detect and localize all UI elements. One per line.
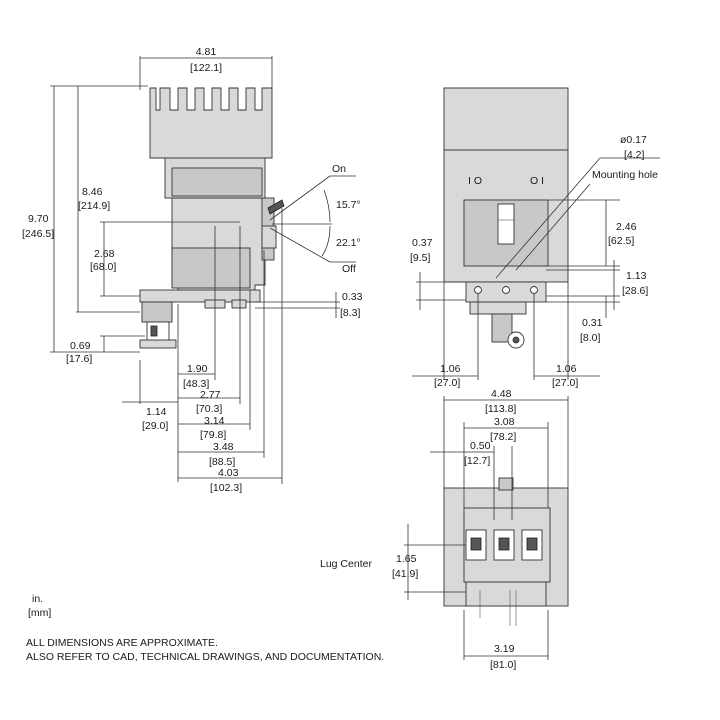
dim-depth-314-mm: [79.8] <box>200 429 226 441</box>
bottom-top-nub <box>498 477 514 491</box>
dim-height-970-in: 9.70 <box>28 213 49 225</box>
note-line-2: ALSO REFER TO CAD, TECHNICAL DRAWINGS, A… <box>26 651 384 663</box>
dim-113-mm: [28.6] <box>622 285 648 297</box>
on-label: On <box>332 163 346 175</box>
bottom-terminal-bar <box>465 581 547 607</box>
dim-050-mm: [12.7] <box>464 455 490 467</box>
dim-448-mm: [113.8] <box>485 403 516 415</box>
angle-on: 15.7° <box>336 199 361 211</box>
lug-screw-2 <box>498 537 510 551</box>
label-oi: O I <box>530 175 544 187</box>
note-line-1: ALL DIMENSIONS ARE APPROXIMATE. <box>26 637 218 649</box>
dim-113-in: 1.13 <box>626 270 647 282</box>
mounting-hole-left <box>474 286 482 294</box>
dim-width-top-mm: [122.1] <box>190 62 222 74</box>
dim-308-in: 3.08 <box>494 416 515 428</box>
dim-height-268-mm: [68.0] <box>90 261 116 273</box>
breaker-lower-block <box>171 247 251 289</box>
lug-screw <box>150 325 158 337</box>
dim-319-mm: [81.0] <box>490 659 516 671</box>
dim-106-left-in: 1.06 <box>440 363 461 375</box>
dim-106-right-in: 1.06 <box>556 363 577 375</box>
mounting-hole-center <box>502 286 510 294</box>
dim-hole-dia-mm: [4.2] <box>624 149 645 161</box>
dim-037-in: 0.37 <box>412 237 433 249</box>
dim-depth-190-mm: [48.3] <box>183 378 209 390</box>
dim-031-in: 0.31 <box>582 317 603 329</box>
dim-height-268-in: 2.68 <box>94 248 115 260</box>
dim-height-069-in: 0.69 <box>70 340 91 352</box>
dim-hole-dia-in: ø0.17 <box>620 134 647 146</box>
front-handle <box>497 203 515 245</box>
dim-depth-314-in: 3.14 <box>204 415 225 427</box>
mount-tab-2 <box>231 299 247 309</box>
dim-depth-277-mm: [70.3] <box>196 403 222 415</box>
dim-031-mm: [8.0] <box>580 332 601 344</box>
lug-block <box>141 301 173 323</box>
dim-depth-348-in: 3.48 <box>213 441 234 453</box>
angle-off: 22.1° <box>336 237 361 249</box>
off-label: Off <box>342 263 356 275</box>
label-io: I O <box>468 175 482 187</box>
dim-depth-277-in: 2.77 <box>200 389 221 401</box>
dim-033-mm: [8.3] <box>340 307 361 319</box>
handle-base <box>261 225 277 249</box>
dim-319-in: 3.19 <box>494 643 515 655</box>
terminal-strip <box>139 339 177 349</box>
dim-246-mm: [62.5] <box>608 235 634 247</box>
dim-height-069-mm: [17.6] <box>66 353 92 365</box>
dim-depth-403-in: 4.03 <box>218 467 239 479</box>
front-lug-knob-center <box>512 336 520 344</box>
dim-033-in: 0.33 <box>342 291 363 303</box>
dim-height-846-in: 8.46 <box>82 186 103 198</box>
dim-depth-190-in: 1.90 <box>187 363 208 375</box>
lug-center-label: Lug Center <box>320 558 372 570</box>
mounting-hole-right <box>530 286 538 294</box>
dim-308-mm: [78.2] <box>490 431 516 443</box>
dim-448-in: 4.48 <box>491 388 512 400</box>
dim-depth-114-in: 1.14 <box>146 406 167 418</box>
dim-width-top-in: 4.81 <box>196 46 217 58</box>
lug-screw-1 <box>470 537 482 551</box>
dim-height-846-mm: [214.9] <box>78 200 110 212</box>
front-view: I O O I ø0.17 [4.2] Mounting hol <box>410 87 660 389</box>
dim-depth-348-mm: [88.5] <box>209 456 235 468</box>
dim-height-970-mm: [246.5] <box>22 228 54 240</box>
dim-050-in: 0.50 <box>470 440 491 452</box>
dim-depth-403-mm: [102.3] <box>210 482 242 494</box>
dim-106-right-mm: [27.0] <box>552 377 578 389</box>
units-in: in. <box>32 593 43 605</box>
front-lug-stub <box>491 313 513 343</box>
dim-246-in: 2.46 <box>616 221 637 233</box>
handle-lever <box>267 199 285 215</box>
dim-165-in: 1.65 <box>396 553 417 565</box>
dim-037-mm: [9.5] <box>410 252 431 264</box>
units-mm: [mm] <box>28 607 51 619</box>
front-heatsink <box>443 87 569 151</box>
bottom-view: 4.48 [113.8] 3.08 [78.2] 0.50 [12.7] Lug… <box>320 388 569 671</box>
mounting-hole-label: Mounting hole <box>592 169 658 181</box>
side-view: 4.81 [122.1] 8.46 [214.9] 9.70 [246.5] 2… <box>22 46 363 494</box>
breaker-upper-inner <box>171 167 263 197</box>
heat-sink <box>149 87 273 159</box>
dim-106-left-mm: [27.0] <box>434 377 460 389</box>
lug-screw-3 <box>526 537 538 551</box>
dim-165-mm: [41.9] <box>392 568 418 580</box>
dim-depth-114-mm: [29.0] <box>142 420 168 432</box>
